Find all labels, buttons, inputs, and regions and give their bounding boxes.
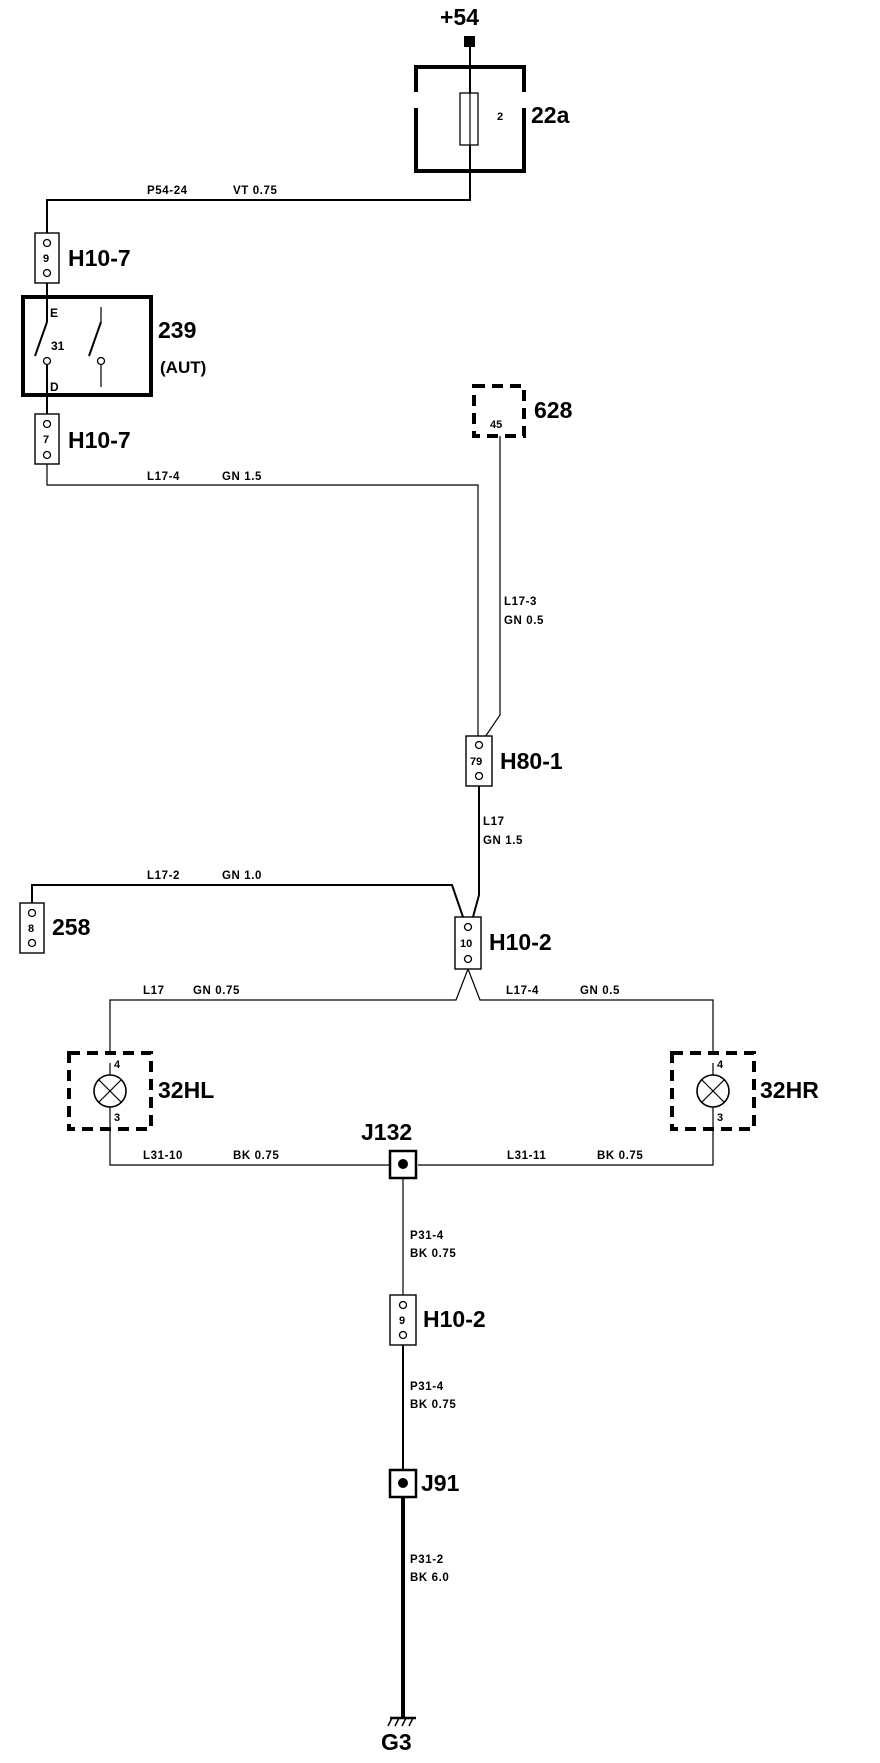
fuse-box <box>414 65 526 173</box>
wire-label-l17-3-code: L17-3 <box>504 596 537 608</box>
wire-label-l17-left-spec: GN 0.75 <box>193 985 240 997</box>
wire-label-l17-2-spec: GN 1.0 <box>222 870 262 882</box>
lamp-label: 32HR <box>760 1077 819 1103</box>
component-pin-label: 8 <box>28 923 34 935</box>
connector-pin-label: 10 <box>460 938 472 950</box>
wire-l31-11 <box>418 1129 714 1166</box>
module-pin-label: 45 <box>490 419 502 431</box>
wire-label-l17-spec: GN 1.5 <box>483 835 523 847</box>
wire-label-l17-4-right-code: L17-4 <box>506 985 539 997</box>
wire-label-l31-10-spec: BK 0.75 <box>233 1150 279 1162</box>
module-628: 45 628 <box>472 384 573 438</box>
fuse-label: 22a <box>531 102 570 128</box>
lamp-pin-top: 4 <box>717 1059 724 1071</box>
splice-j91-label: J91 <box>421 1470 460 1496</box>
wire-l17 <box>472 786 480 918</box>
switch-239: E D 31 239 (AUT) <box>21 295 206 397</box>
wire-label-l17-code: L17 <box>483 816 505 828</box>
connector-pin-label: 79 <box>470 756 482 768</box>
wire-label-l31-11-code: L31-11 <box>507 1150 546 1162</box>
wire-label-l17-3-spec: GN 0.5 <box>504 615 544 627</box>
switch-note: (AUT) <box>160 358 206 377</box>
wire-label-p54-24-code: P54-24 <box>147 185 188 197</box>
wire-label-p31-4-b-code: P31-4 <box>410 1381 444 1393</box>
splice-j91 <box>388 1468 418 1499</box>
switch-pin-label: 31 <box>51 339 65 353</box>
wire-label-p31-4-a-code: P31-4 <box>410 1230 444 1242</box>
connector-label: H10-7 <box>68 427 131 453</box>
wire-label-l17-left-code: L17 <box>143 985 165 997</box>
lamp-32hl: 4 3 32HL <box>67 1051 214 1131</box>
switch-terminal-top: E <box>50 306 58 320</box>
wire-l17-2 <box>31 884 464 918</box>
wire-label-p54-24-spec: VT 0.75 <box>233 185 277 197</box>
wire-l17-4-right <box>467 968 714 1063</box>
ground-icon <box>387 1716 416 1727</box>
power-label: +54 <box>440 4 479 30</box>
connector-label: H10-7 <box>68 245 131 271</box>
ground-label: G3 <box>381 1729 412 1755</box>
wire-label-l17-2-code: L17-2 <box>147 870 180 882</box>
wire-label-p31-2-spec: BK 6.0 <box>410 1572 449 1584</box>
wire-p54-24 <box>46 47 471 244</box>
switch-box <box>21 295 153 397</box>
module-box <box>472 384 526 438</box>
connector-h10-7-bottom: 7 H10-7 <box>34 413 131 465</box>
lamp-pin-bottom: 3 <box>114 1112 120 1124</box>
splice-j132-label: J132 <box>361 1119 412 1145</box>
lamp-label: 32HL <box>158 1077 214 1103</box>
lamp-pin-bottom: 3 <box>717 1112 723 1124</box>
connector-label: H10-2 <box>423 1306 486 1332</box>
wire-label-p31-2-code: P31-2 <box>410 1554 444 1566</box>
wire-label-l31-10-code: L31-10 <box>143 1150 183 1162</box>
wire-l17-4-top <box>46 464 479 740</box>
fuse-22a: 2 22a <box>414 65 570 173</box>
wire-label-p31-4-a-spec: BK 0.75 <box>410 1248 456 1260</box>
connector-pin-label: 9 <box>43 253 49 265</box>
connector-label: H10-2 <box>489 929 552 955</box>
connector-pin-label: 9 <box>399 1315 405 1327</box>
wire-label-l17-4-right-spec: GN 0.5 <box>580 985 620 997</box>
switch-label: 239 <box>158 317 196 343</box>
wire-label-p31-4-b-spec: BK 0.75 <box>410 1399 456 1411</box>
module-label: 628 <box>534 397 573 423</box>
wire-l17-3 <box>482 436 501 741</box>
connector-label: H80-1 <box>500 748 563 774</box>
component-label: 258 <box>52 914 91 940</box>
wire-label-l31-11-spec: BK 0.75 <box>597 1150 643 1162</box>
wire-label-l17-4-code: L17-4 <box>147 471 180 483</box>
fuse-element <box>459 92 479 146</box>
switch-contact-right <box>88 321 102 357</box>
component-258: 8 258 <box>19 902 91 954</box>
wire-l31-10 <box>109 1129 390 1166</box>
lamp-pin-top: 4 <box>114 1059 121 1071</box>
switch-contact-left <box>34 321 48 357</box>
wire-l17-left <box>109 968 469 1063</box>
connector-h10-7-top: 9 H10-7 <box>34 232 131 284</box>
power-terminal <box>464 36 475 47</box>
switch-terminal-bottom: D <box>50 380 59 394</box>
wire-label-l17-4-spec: GN 1.5 <box>222 471 262 483</box>
connector-h10-2-top: 10 H10-2 <box>454 916 552 970</box>
connector-h80-1: 79 H80-1 <box>465 735 563 787</box>
connector-h10-2-bottom: 9 H10-2 <box>389 1294 486 1346</box>
splice-j132 <box>388 1149 418 1180</box>
fuse-pin-label: 2 <box>497 111 503 123</box>
connector-pin-label: 7 <box>43 434 49 446</box>
lamp-32hr: 4 3 32HR <box>670 1051 819 1131</box>
